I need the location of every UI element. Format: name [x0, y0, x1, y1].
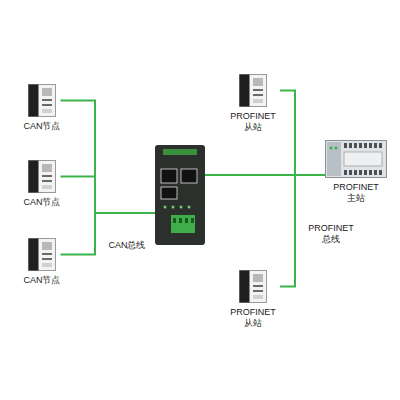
- device-icon: [28, 160, 56, 193]
- device-node: PROFINET 主站: [325, 140, 387, 204]
- bus-label: PROFINET 总线: [304, 223, 358, 245]
- device-icon: [28, 238, 56, 271]
- device-node: CAN节点: [23, 160, 60, 208]
- node-label: CAN节点: [23, 121, 60, 132]
- device-icon: [239, 74, 267, 107]
- device-icon: [28, 84, 56, 117]
- gateway-device: [155, 145, 205, 245]
- bus-line: [61, 177, 156, 214]
- node-label: PROFINET 从站: [226, 307, 280, 329]
- device-icon: [239, 270, 267, 303]
- node-label: CAN节点: [23, 197, 60, 208]
- bus-line: [61, 213, 156, 255]
- node-label: CAN节点: [23, 275, 60, 286]
- bus-label: CAN总线: [108, 240, 145, 251]
- gateway-icon: [155, 145, 205, 245]
- device-node: CAN节点: [23, 238, 60, 286]
- bus-line: [280, 91, 325, 176]
- bus-line: [61, 101, 156, 214]
- node-label: PROFINET 主站: [329, 182, 383, 204]
- device-node: PROFINET 从站: [226, 270, 280, 329]
- node-label: PROFINET 从站: [226, 111, 280, 133]
- plc-icon: [325, 140, 387, 178]
- device-node: PROFINET 从站: [226, 74, 280, 133]
- device-node: CAN节点: [23, 84, 60, 132]
